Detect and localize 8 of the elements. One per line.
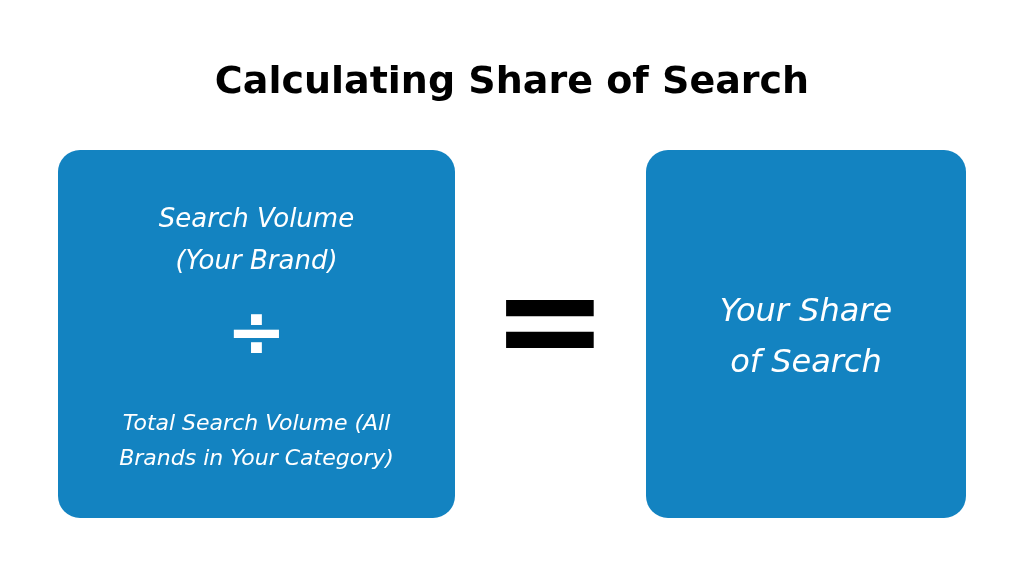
equals-sign: = — [490, 250, 610, 390]
diagram-title: Calculating Share of Search — [213, 58, 811, 102]
numerator-text: Search Volume (Your Brand) — [157, 202, 356, 277]
denominator-text: Total Search Volume (All Brands in Your Category) — [118, 409, 395, 473]
formula-card — [58, 150, 455, 518]
division-sign: ÷ — [225, 295, 288, 367]
result-text: Your Share of Search — [718, 290, 894, 383]
formula-card — [646, 150, 966, 518]
